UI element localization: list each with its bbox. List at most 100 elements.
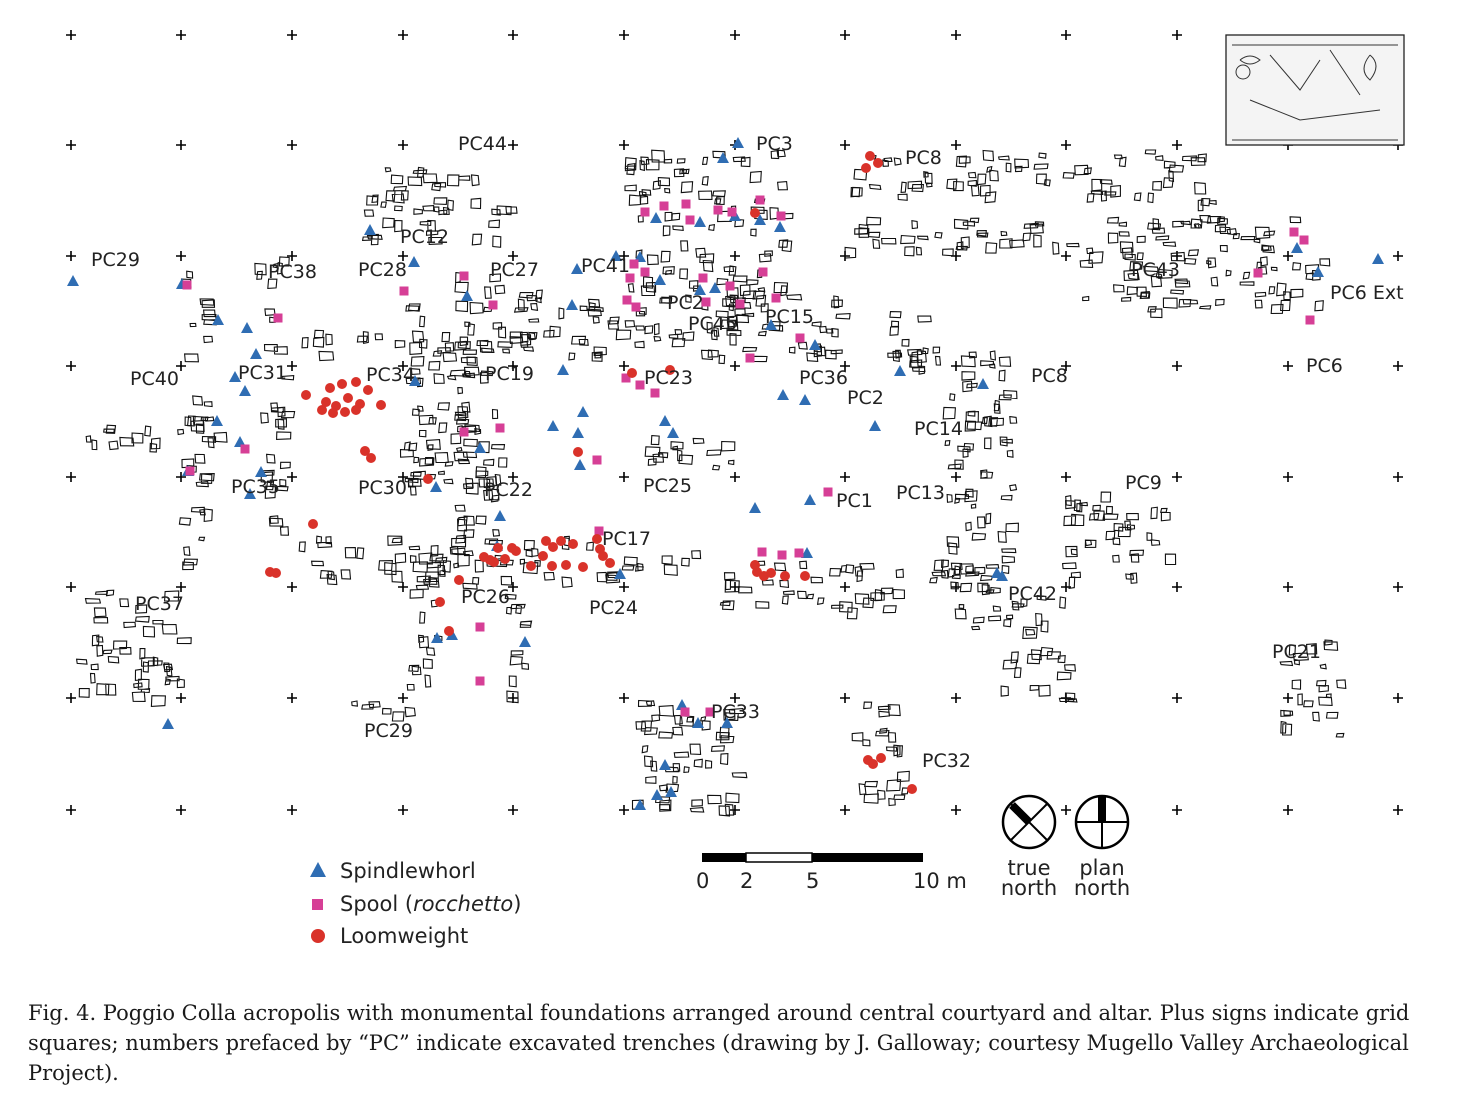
spindlewhorl-marker [894, 365, 906, 376]
scale-tick-5: 5 [806, 869, 819, 893]
loomweight-marker [627, 368, 637, 378]
stone-cluster [941, 369, 1019, 594]
true-north-label-1: true [1007, 856, 1050, 880]
spool-marker [459, 271, 469, 281]
trench-label: PC26 [461, 586, 510, 608]
loomweight-marker [500, 554, 510, 564]
spool-marker [745, 353, 755, 363]
spindlewhorl-marker [610, 250, 622, 261]
loomweight-marker [605, 558, 615, 568]
loomweight-marker [538, 551, 548, 561]
spool-marker [823, 487, 833, 497]
spindlewhorl-marker [212, 314, 224, 325]
spool-marker [777, 550, 787, 560]
stone-cluster [406, 555, 443, 691]
plan-north-label-2: north [1074, 876, 1130, 900]
stone-cluster [1000, 646, 1078, 703]
loomweight-marker [351, 377, 361, 387]
spindlewhorl-marker [634, 251, 646, 262]
loomweight-marker [800, 571, 810, 581]
trench-label: PC29 [91, 249, 140, 271]
loomweight-marker [561, 560, 571, 570]
stone-cluster [954, 589, 1067, 639]
spindlewhorl-marker [408, 256, 420, 267]
trench-label: PC36 [799, 367, 848, 389]
stone-cluster [504, 593, 533, 704]
spindlewhorl-marker [241, 322, 253, 333]
spindlewhorl-marker [364, 224, 376, 235]
spindlewhorl-marker [634, 799, 646, 810]
spool-marker [625, 273, 635, 283]
spindlewhorl-marker [676, 699, 688, 710]
spindlewhorl-marker [571, 263, 583, 274]
trench-label: PC31 [238, 362, 287, 384]
trench-label: PC13 [896, 482, 945, 504]
loomweight-marker [780, 571, 790, 581]
spool-marker [640, 207, 650, 217]
loomweight-marker [526, 561, 536, 571]
trench-label: PC8 [905, 147, 942, 169]
loomweight-marker [541, 536, 551, 546]
spindlewhorl-marker [211, 415, 223, 426]
trench-label: PC32 [922, 750, 971, 772]
stone-foundations [75, 149, 1347, 817]
legend-spool-label: Spool (rocchetto) [340, 892, 521, 916]
legend-loomweight-label: Loomweight [340, 924, 468, 948]
loomweight-marker [750, 208, 760, 218]
loomweight-marker [578, 562, 588, 572]
trench-label: PC40 [130, 368, 179, 390]
stone-cluster [260, 308, 296, 536]
spool-marker [592, 455, 602, 465]
stone-cluster [644, 435, 736, 471]
trench-label: PC19 [485, 363, 534, 385]
spindlewhorl-marker [754, 214, 766, 225]
spindlewhorl-marker [574, 459, 586, 470]
spool-marker [705, 707, 715, 717]
trench-label: PC8 [1031, 365, 1068, 387]
spindlewhorl-marker [229, 371, 241, 382]
spindlewhorl-marker [519, 636, 531, 647]
loomweight-marker [351, 405, 361, 415]
spindlewhorl-marker [659, 759, 671, 770]
spool-marker [685, 215, 695, 225]
spindlewhorl-marker [654, 274, 666, 285]
loomweight-marker [493, 543, 503, 553]
spindlewhorl-marker [614, 568, 626, 579]
spindlewhorl-marker [692, 717, 704, 728]
trench-label: PC23 [644, 367, 693, 389]
spool-marker [795, 333, 805, 343]
spool-marker [640, 267, 650, 277]
spool-marker [399, 286, 409, 296]
legend-loomweight-icon [311, 929, 325, 943]
loomweight-marker [325, 383, 335, 393]
scale-bar: 0 2 5 10 m [696, 852, 967, 893]
stone-cluster [1279, 639, 1347, 738]
loomweight-marker [363, 385, 373, 395]
trench-label: PC43 [1131, 259, 1180, 281]
spool-marker [755, 195, 765, 205]
legend: Spindlewhorl Spool (rocchetto) Loomweigh… [310, 859, 521, 948]
spindlewhorl-marker [461, 290, 473, 301]
trench-label: PC22 [484, 479, 533, 501]
spool-marker [659, 201, 669, 211]
loomweight-marker [454, 575, 464, 585]
loomweight-marker [340, 407, 350, 417]
loomweight-marker [665, 365, 675, 375]
spool-marker [757, 547, 767, 557]
loomweight-marker [592, 534, 602, 544]
true-north-label-2: north [1001, 876, 1057, 900]
spindlewhorl-marker [667, 427, 679, 438]
spool-marker [240, 444, 250, 454]
spindlewhorl-marker [474, 442, 486, 453]
loomweight-marker [308, 519, 318, 529]
spindlewhorl-marker [650, 212, 662, 223]
spindlewhorl-marker [244, 488, 256, 499]
stone-cluster [844, 216, 1302, 260]
loomweight-marker [861, 163, 871, 173]
loomweight-marker [317, 405, 327, 415]
trench-label: PC29 [364, 720, 413, 742]
stone-cluster [361, 166, 518, 248]
spool-marker [182, 280, 192, 290]
stone-cluster [634, 550, 702, 576]
stone-cluster [719, 560, 905, 620]
